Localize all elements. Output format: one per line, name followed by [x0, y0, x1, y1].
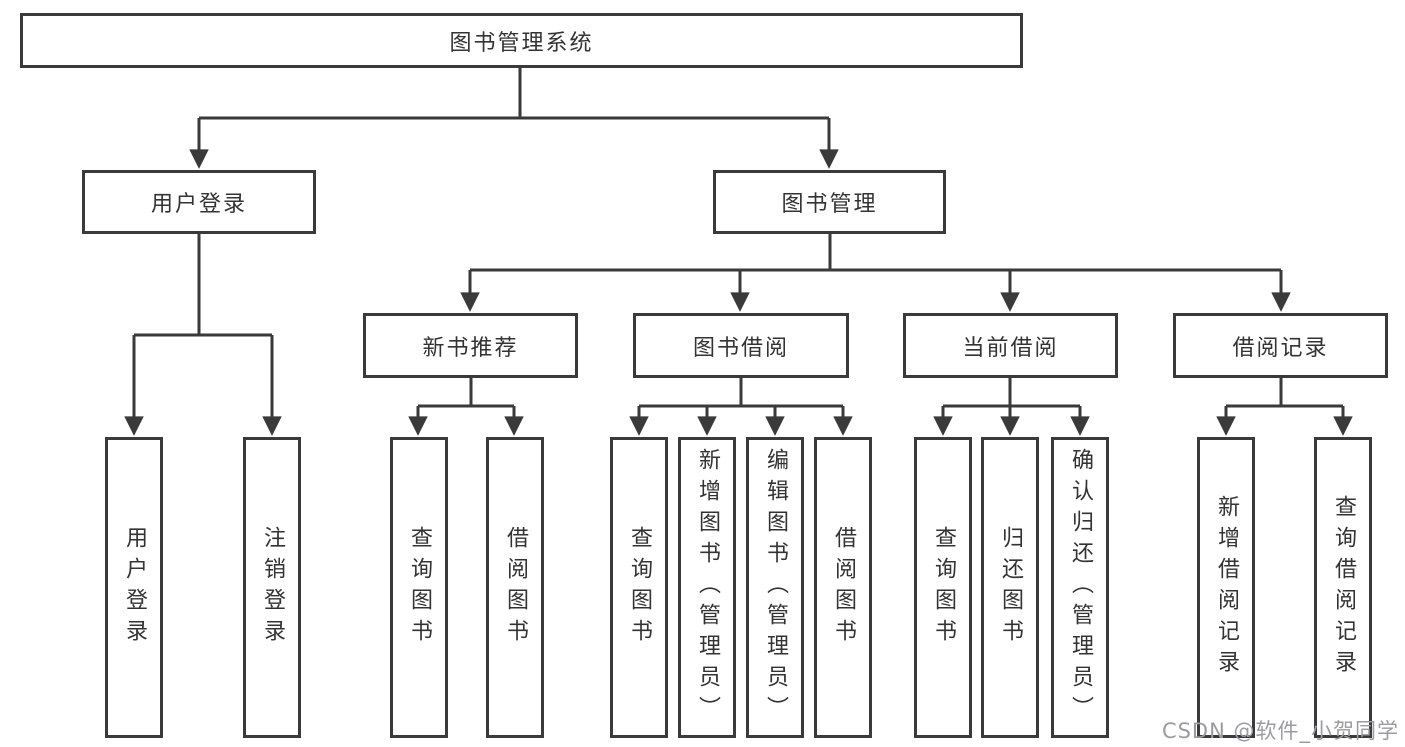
node-leaf-br-add-record: 新增借阅记录	[1197, 437, 1255, 738]
node-root: 图书管理系统	[20, 13, 1023, 68]
node-leaf-cb-return-book: 归还图书	[981, 437, 1039, 738]
node-new-book-rec: 新书推荐	[363, 313, 578, 378]
node-current-borrow: 当前借阅	[903, 313, 1118, 378]
node-leaf-bb-edit-book: 编辑图书（管理员）	[746, 437, 804, 738]
node-leaf-bb-add-book: 新增图书（管理员）	[678, 437, 736, 738]
node-leaf-rec-query-book: 查询图书	[390, 437, 448, 738]
node-leaf-br-query-record: 查询借阅记录	[1314, 437, 1372, 738]
node-leaf-bb-borrow-book: 借阅图书	[814, 437, 872, 738]
node-user-login: 用户登录	[82, 170, 316, 234]
node-leaf-bb-query-book: 查询图书	[610, 437, 668, 738]
watermark-text: CSDN @软件_小贺同学	[1161, 719, 1399, 743]
node-leaf-cb-query-book: 查询图书	[914, 437, 972, 738]
branch-lines	[134, 68, 1343, 408]
node-borrow-records: 借阅记录	[1173, 313, 1388, 378]
node-leaf-rec-borrow-book: 借阅图书	[486, 437, 544, 738]
node-book-mgmt: 图书管理	[713, 170, 946, 234]
node-leaf-logout: 注销登录	[243, 437, 301, 738]
node-leaf-login: 用户登录	[105, 437, 163, 738]
node-leaf-cb-confirm-return: 确认归还（管理员）	[1051, 437, 1109, 738]
node-book-borrow: 图书借阅	[633, 313, 849, 378]
